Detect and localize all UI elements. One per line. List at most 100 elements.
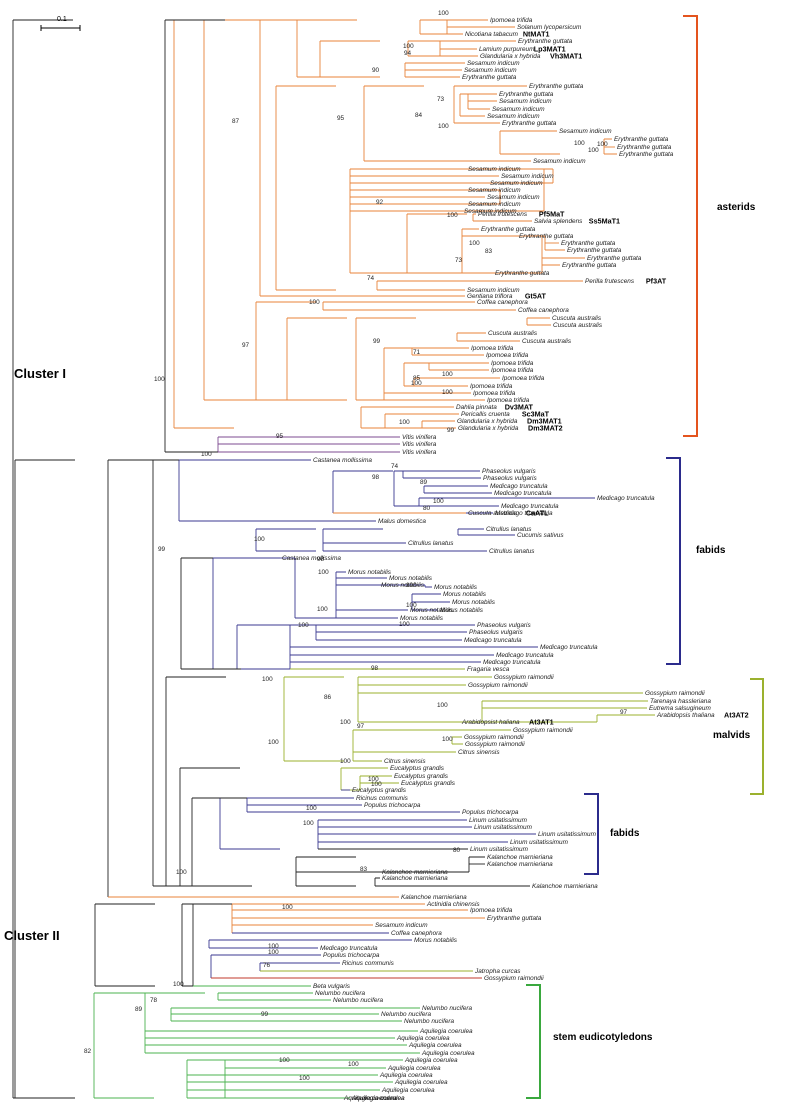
bootstrap-value: 100	[309, 299, 320, 306]
taxon-label: Nicotiana tabacum	[465, 31, 519, 38]
taxon-label: Morus notabilis	[414, 937, 458, 944]
bootstrap-value: 82	[84, 1048, 92, 1055]
taxon-label: Aquilegia coerulea	[419, 1028, 473, 1035]
taxon-label: Coffea canephora	[477, 299, 528, 306]
taxon-label: Arabidopsis thaliana	[656, 712, 715, 719]
taxon-label: Salvia splendens	[534, 218, 583, 225]
taxon-label: Medicago truncatula	[490, 483, 548, 490]
bracket-asterids	[683, 15, 698, 437]
taxon-label: Vitis vinifera	[402, 441, 437, 448]
taxon-label: Linum usitatissimum	[470, 846, 529, 853]
taxon-label: Ricinus communis	[356, 795, 409, 802]
taxon-label: Castanea mollissima	[282, 555, 341, 562]
gene-name-label: Pf5MaT	[539, 210, 565, 219]
taxon-label: Erythranthe guttata	[619, 151, 674, 158]
taxon-label: Aquilegia coerulea	[408, 1042, 462, 1049]
bootstrap-value: 100	[303, 820, 314, 827]
bootstrap-value: 99	[373, 338, 381, 345]
taxon-label: Ricinus communis	[342, 960, 395, 967]
gene-name-label: Dm3MAT2	[528, 424, 563, 433]
taxon-label: Eutrema salsugineum	[649, 705, 711, 712]
gene-name-label: At3AT2	[724, 711, 749, 720]
taxon-label: Linum usitatissimum	[538, 831, 597, 838]
taxon-label: Nelumbo nucifera	[333, 997, 384, 1004]
taxon-label: Tarenaya hassleriana	[650, 698, 711, 705]
taxon-label: Nelumbo nucifera	[381, 1011, 432, 1018]
taxon-label: Sesamum indicum	[468, 187, 521, 194]
bootstrap-value: 86	[324, 694, 332, 701]
bootstrap-value: 97	[242, 342, 250, 349]
clade-label-fabids-lower: fabids	[610, 828, 640, 839]
taxon-label: Erythranthe guttata	[587, 255, 642, 262]
taxon-label: Medicago truncatula	[483, 659, 541, 666]
taxon-label: Aquilegia coerulea	[343, 1095, 397, 1102]
taxon-label: Ipomoea trifida	[471, 345, 514, 352]
bootstrap-value: 83	[485, 248, 493, 255]
taxon-label: Nelumbo nucifera	[422, 1005, 473, 1012]
clade-label-stem-eudicots: stem eudicotyledons	[553, 1032, 653, 1043]
taxon-label: Sesamum indicum	[467, 60, 520, 67]
taxon-label: Kalanchoe marnieriana	[532, 883, 598, 890]
bootstrap-value: 100	[268, 739, 279, 746]
taxon-label: Citrullus lanatus	[486, 526, 532, 533]
taxon-label: Erythranthe guttata	[481, 226, 536, 233]
gene-name-label: Vh3MAT1	[550, 52, 582, 61]
taxon-label: Sesamum indicum	[499, 98, 552, 105]
bootstrap-value: 71	[413, 349, 421, 356]
taxon-label: Aquilegia coerulea	[351, 1095, 405, 1102]
taxon-label: Cuscuta australis	[522, 338, 572, 345]
taxon-label: Glandularia x hybrida	[480, 53, 541, 60]
bootstrap-value: 100	[406, 582, 417, 589]
taxon-label: Ipomoea trifida	[502, 375, 545, 382]
bootstrap-value: 80	[423, 505, 431, 512]
taxon-label: Jatropha curcas	[474, 968, 521, 975]
taxon-label: Coffea canephora	[518, 307, 569, 314]
taxon-label: Erythranthe guttata	[499, 91, 554, 98]
taxon-label: Erythranthe guttata	[487, 915, 542, 922]
taxon-label: Erythranthe guttata	[502, 120, 557, 127]
taxon-label: Medicago truncatula	[597, 495, 655, 502]
taxon-label: Aquilegia coerulea	[387, 1065, 441, 1072]
bootstrap-value: 97	[357, 723, 365, 730]
gene-name-label: Gt5AT	[525, 292, 547, 301]
bootstrap-value: 99	[158, 546, 166, 553]
taxon-label: Phaseolus vulgaris	[469, 629, 523, 636]
taxon-label: Sesamum indicum	[487, 113, 540, 120]
bootstrap-value: 95	[337, 115, 345, 122]
taxon-label: Aquilegia coerulea	[379, 1072, 433, 1079]
taxon-label: Solanum lycopersicum	[517, 24, 582, 31]
taxon-label: Ipomoea trifida	[487, 397, 530, 404]
gene-name-label: Dm3MAT1	[527, 417, 562, 426]
bootstrap-value: 100	[268, 949, 279, 956]
taxon-label: Morus notabilis	[410, 607, 454, 614]
bootstrap-value: 100	[371, 781, 382, 788]
bootstrap-value: 100	[437, 702, 448, 709]
bootstrap-value: 100	[588, 147, 599, 154]
taxon-label: Perilla frutescens	[478, 211, 528, 218]
bootstrap-value: 99	[261, 1011, 269, 1018]
taxon-label: Gossypium raimondii	[494, 674, 554, 681]
taxon-label: Morus notabilis	[443, 591, 487, 598]
taxon-label: Sesamum indicum	[487, 194, 540, 201]
bootstrap-value: 76	[263, 962, 271, 969]
bootstrap-value: 100	[176, 869, 187, 876]
bootstrap-value: 100	[306, 805, 317, 812]
taxon-label: Medicago truncatula	[496, 652, 554, 659]
gene-name-label: Ss5MaT1	[589, 217, 620, 226]
taxon-label: Aquilegia coerulea	[394, 1079, 448, 1086]
taxon-label: Gentiana triflora	[467, 293, 513, 300]
bootstrap-value: 73	[437, 96, 445, 103]
bootstrap-value: 95	[276, 433, 284, 440]
gene-name-label: NtMAT1	[523, 30, 550, 39]
bootstrap-value: 98	[372, 474, 380, 481]
taxon-label: Erythranthe guttata	[462, 74, 517, 81]
scale-bar: 0.1	[40, 16, 81, 31]
bootstrap-value: 100	[282, 904, 293, 911]
clade-label-asterids: asterids	[717, 202, 756, 213]
taxon-label: Phaseolus vulgaris	[483, 475, 537, 482]
taxon-label: Erythranthe guttata	[614, 136, 669, 143]
taxon-label: Ipomoea trifida	[473, 390, 516, 397]
taxon-label: Pericallis cruenta	[461, 411, 510, 418]
bootstrap-value: 100	[399, 621, 410, 628]
taxon-label: Sesamum indicum	[559, 128, 612, 135]
